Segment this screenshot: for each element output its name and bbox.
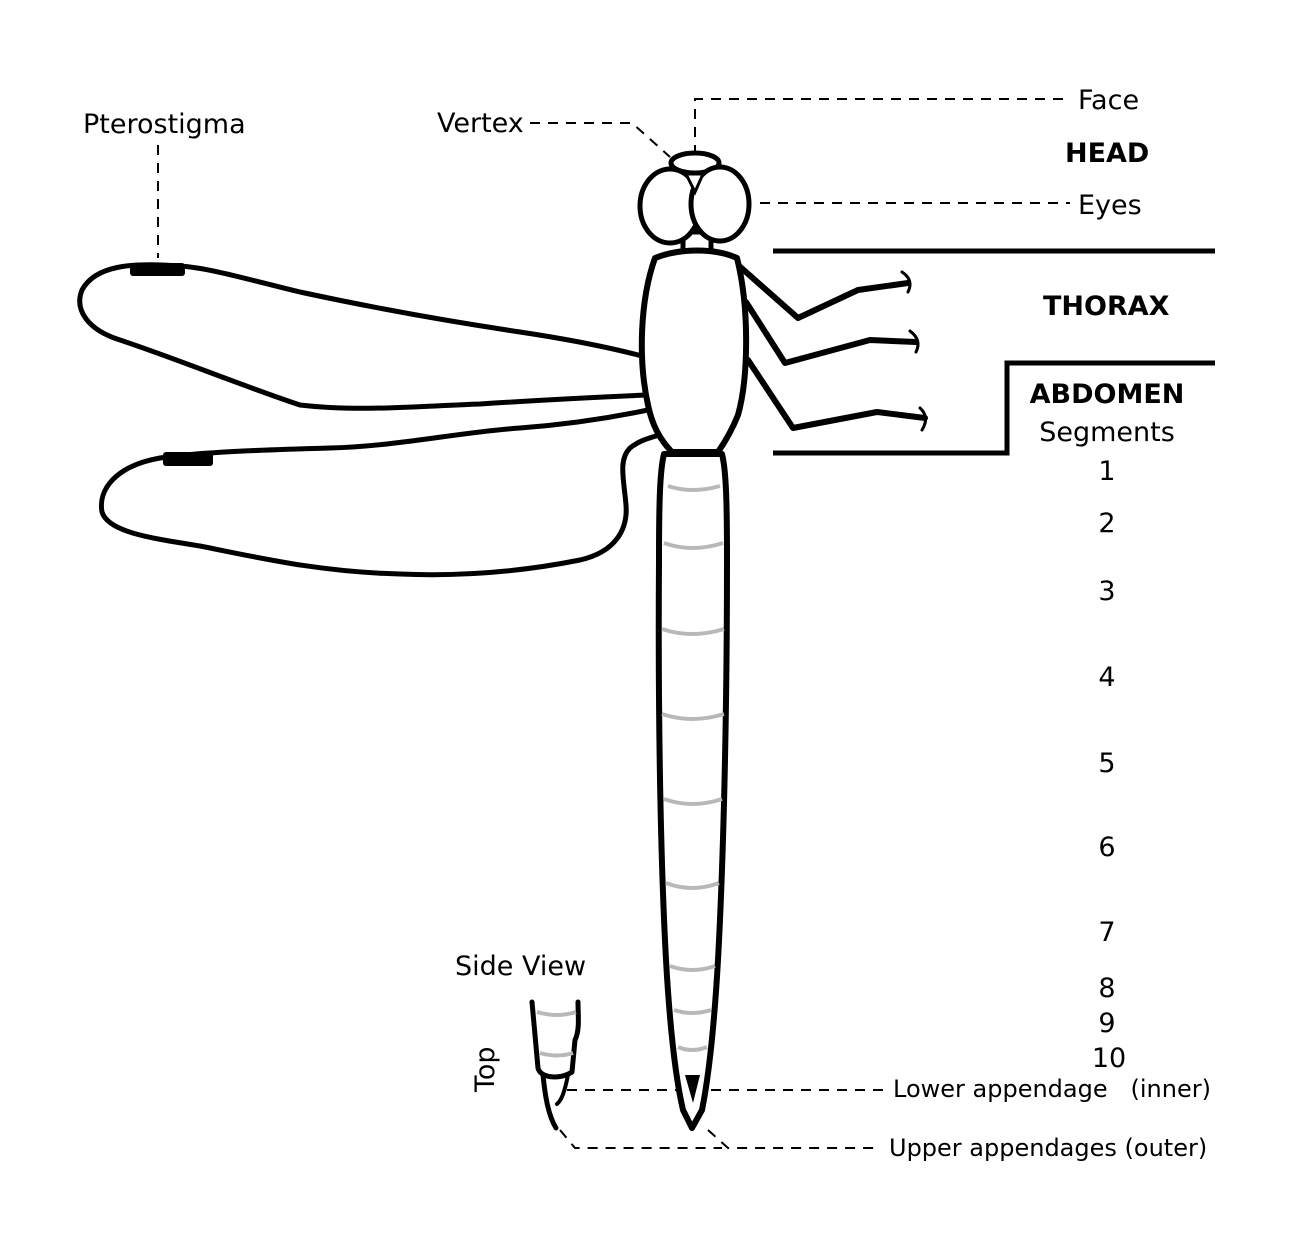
side-view-lower-appendage — [555, 1073, 570, 1106]
front-leg-claw — [900, 270, 912, 294]
abdomen-segment-lines — [661, 484, 725, 1052]
upper-appendages-leader-line-top — [707, 1129, 880, 1149]
middle-leg-claw — [908, 329, 920, 354]
vertex-leader-line — [530, 122, 671, 158]
hindwing — [98, 407, 659, 578]
right-eye — [688, 164, 752, 244]
legs — [735, 262, 928, 432]
segment-number: 1 — [1098, 456, 1115, 487]
segment-number: 7 — [1098, 917, 1115, 948]
upper-appendages-leader-line-side — [559, 1129, 722, 1149]
segment-number: 10 — [1092, 1043, 1126, 1074]
vertex-label: Vertex — [437, 108, 524, 139]
segment-number: 8 — [1098, 973, 1115, 1004]
eyes-label: Eyes — [1078, 190, 1142, 221]
segment-number: 5 — [1098, 748, 1115, 779]
abdomen-label: ABDOMEN — [1030, 379, 1185, 410]
lower-appendage-label: Lower appendage (inner) — [893, 1075, 1211, 1103]
pterostigma-label: Pterostigma — [83, 109, 246, 140]
thorax — [638, 247, 750, 455]
segment-numbers: 1 2 3 4 5 6 7 8 9 10 — [1092, 456, 1126, 1074]
thorax-label: THORAX — [1043, 291, 1170, 322]
abdomen — [655, 451, 730, 1131]
face-leader-line — [694, 98, 1065, 155]
forewing — [77, 262, 649, 411]
segment-number: 3 — [1098, 576, 1115, 607]
forewing-pterostigma — [130, 263, 185, 276]
middle-leg — [743, 299, 919, 366]
side-view-upper-appendage — [540, 1072, 559, 1131]
vertex — [683, 172, 706, 196]
thorax-abdomen-divider — [773, 360, 1215, 456]
segments-label: Segments — [1039, 417, 1175, 448]
hind-leg — [745, 357, 928, 431]
side-view-segment-line — [539, 1051, 574, 1058]
upper-appendages-label: Upper appendages (outer) — [889, 1134, 1207, 1162]
front-leg — [735, 262, 911, 321]
lower-appendage-top — [685, 1075, 700, 1103]
segment-number: 9 — [1098, 1008, 1115, 1039]
top-label: Top — [470, 1046, 501, 1093]
face-label: Face — [1078, 85, 1139, 116]
segment-number: 2 — [1098, 508, 1115, 539]
segment-number: 6 — [1098, 832, 1115, 863]
hind-leg-claw — [918, 406, 927, 432]
hindwing-pterostigma — [163, 452, 213, 466]
segment-number: 4 — [1098, 662, 1115, 693]
side-view-segment-line — [536, 1010, 577, 1017]
head-label: HEAD — [1065, 138, 1149, 169]
side-view-label: Side View — [455, 951, 586, 982]
